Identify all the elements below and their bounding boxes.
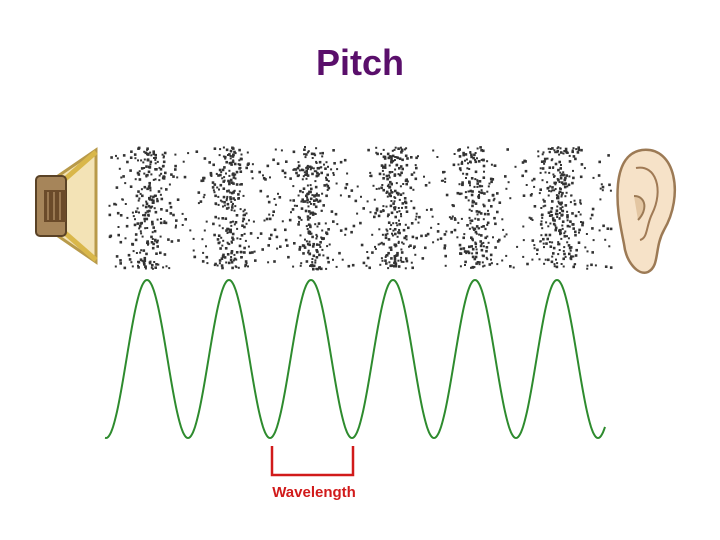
speaker-icon (35, 147, 98, 265)
wavelength-label: Wavelength (272, 484, 356, 501)
sine-wave (104, 278, 606, 440)
diagram-title: Pitch (315, 42, 404, 83)
ear-icon (616, 148, 676, 274)
wavelength-bracket (270, 446, 355, 477)
air-particles (108, 146, 613, 271)
